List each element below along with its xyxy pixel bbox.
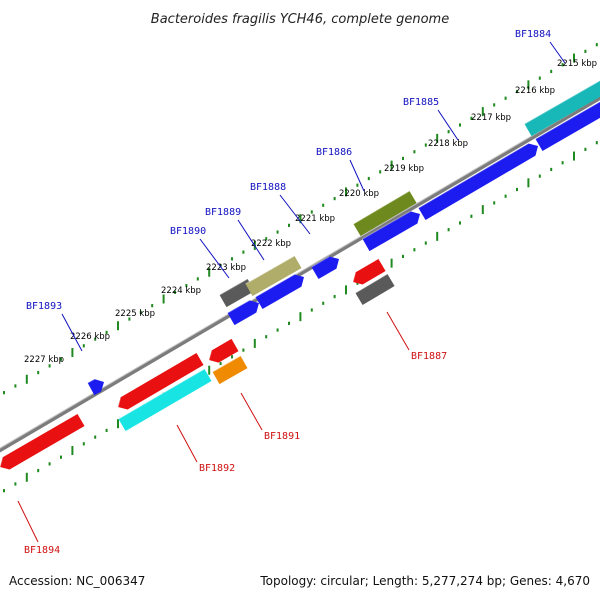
- gene-feature-highlight: [524, 79, 600, 125]
- scale-label: 2219 kbp: [384, 164, 424, 174]
- gene-label-leader: [386, 311, 410, 351]
- gene-labels: BF1884BF1885BF1886BF1888BF1889BF1890BF18…: [17, 29, 566, 556]
- scale-label: 2224 kbp: [161, 286, 201, 296]
- gene-label[interactable]: BF1887: [411, 351, 447, 362]
- scale-labels: 2215 kbp 2216 kbp 2217 kbp 2218 kbp 2219 kbp…: [24, 59, 597, 365]
- gene-feature-highlight: [255, 273, 295, 298]
- gene-feature-highlight: [535, 100, 600, 140]
- gene-feature: [212, 355, 248, 385]
- gene-feature-highlight: [212, 355, 241, 373]
- gene-label-leader: [240, 392, 263, 431]
- gene-feature-highlight: [118, 368, 205, 420]
- gene-feature: [87, 379, 104, 396]
- gene-feature: [245, 255, 302, 297]
- topology-text: Topology: circular; Length: 5,277,274 bp…: [260, 574, 590, 588]
- gene-label[interactable]: BF1885: [403, 97, 439, 108]
- gene-feature: [355, 273, 395, 306]
- genome-backbone: [0, 95, 600, 453]
- gene-feature: [255, 274, 304, 310]
- gene-label-leader: [549, 41, 566, 64]
- gene-feature: [209, 338, 239, 363]
- scale-label: 2215 kbp: [557, 59, 597, 69]
- gene-feature: [219, 278, 255, 308]
- gene-feature: [353, 190, 417, 237]
- gene-feature-highlight: [352, 272, 357, 283]
- scale-label: 2217 kbp: [471, 113, 511, 123]
- gene-feature: [118, 352, 204, 410]
- scale-label: 2223 kbp: [206, 263, 246, 273]
- gene-label-leader: [349, 159, 365, 192]
- gene-label-leader: [437, 109, 459, 141]
- gene-feature-highlight: [208, 350, 213, 361]
- gene-feature-highlight: [245, 255, 295, 285]
- scale-label: 2216 kbp: [515, 86, 555, 96]
- gene-feature-highlight: [117, 397, 122, 408]
- scale-label: 2226 kbp: [70, 332, 110, 342]
- gene-feature-highlight: [227, 299, 250, 314]
- gene-label-leader: [279, 194, 311, 235]
- gene-feature: [353, 258, 386, 285]
- scale-label: 2225 kbp: [115, 309, 155, 319]
- gene-feature: [227, 300, 259, 326]
- gene-label[interactable]: BF1890: [170, 226, 206, 237]
- map-title: Bacteroides fragilis YCH46, complete gen…: [151, 12, 449, 27]
- gene-label-leader: [61, 313, 83, 352]
- gene-feature-highlight: [87, 378, 95, 384]
- scale-label: 2222 kbp: [251, 239, 291, 249]
- gene-feature-highlight: [362, 210, 411, 240]
- gene-feature-highlight: [219, 278, 248, 296]
- gene-feature: [418, 143, 538, 221]
- gene-feature: [362, 211, 420, 252]
- gene-label[interactable]: BF1894: [24, 545, 60, 556]
- gene-feature: [311, 256, 339, 280]
- gene-label[interactable]: BF1884: [515, 29, 551, 40]
- gene-feature: [524, 80, 600, 137]
- gene-label[interactable]: BF1888: [250, 182, 286, 193]
- gene-label[interactable]: BF1893: [26, 301, 62, 312]
- gene-label-leader: [199, 238, 230, 279]
- gene-feature-highlight: [311, 255, 330, 268]
- gene-label[interactable]: BF1886: [316, 147, 352, 158]
- gene-feature-highlight: [353, 190, 410, 225]
- scale-label: 2218 kbp: [428, 139, 468, 149]
- gene-feature: [0, 413, 85, 470]
- gene-features: [0, 79, 600, 470]
- accession-text: Accession: NC_006347: [9, 574, 146, 588]
- gene-feature: [535, 101, 600, 152]
- scale-label: 2221 kbp: [295, 214, 335, 224]
- gene-label-leader: [17, 500, 39, 543]
- gene-label[interactable]: BF1892: [199, 463, 235, 474]
- gene-label-leader: [237, 219, 265, 261]
- gene-label-leader: [176, 424, 198, 463]
- gene-label[interactable]: BF1891: [264, 431, 300, 442]
- gene-feature-highlight: [0, 457, 4, 468]
- scale-label: 2220 kbp: [339, 189, 379, 199]
- gene-feature-highlight: [418, 142, 529, 209]
- gene-feature-highlight: [355, 273, 388, 294]
- gene-feature: [118, 368, 212, 432]
- gene-label[interactable]: BF1889: [205, 207, 241, 218]
- scale-label: 2227 kbp: [24, 355, 64, 365]
- scale-ticks: [3, 43, 598, 493]
